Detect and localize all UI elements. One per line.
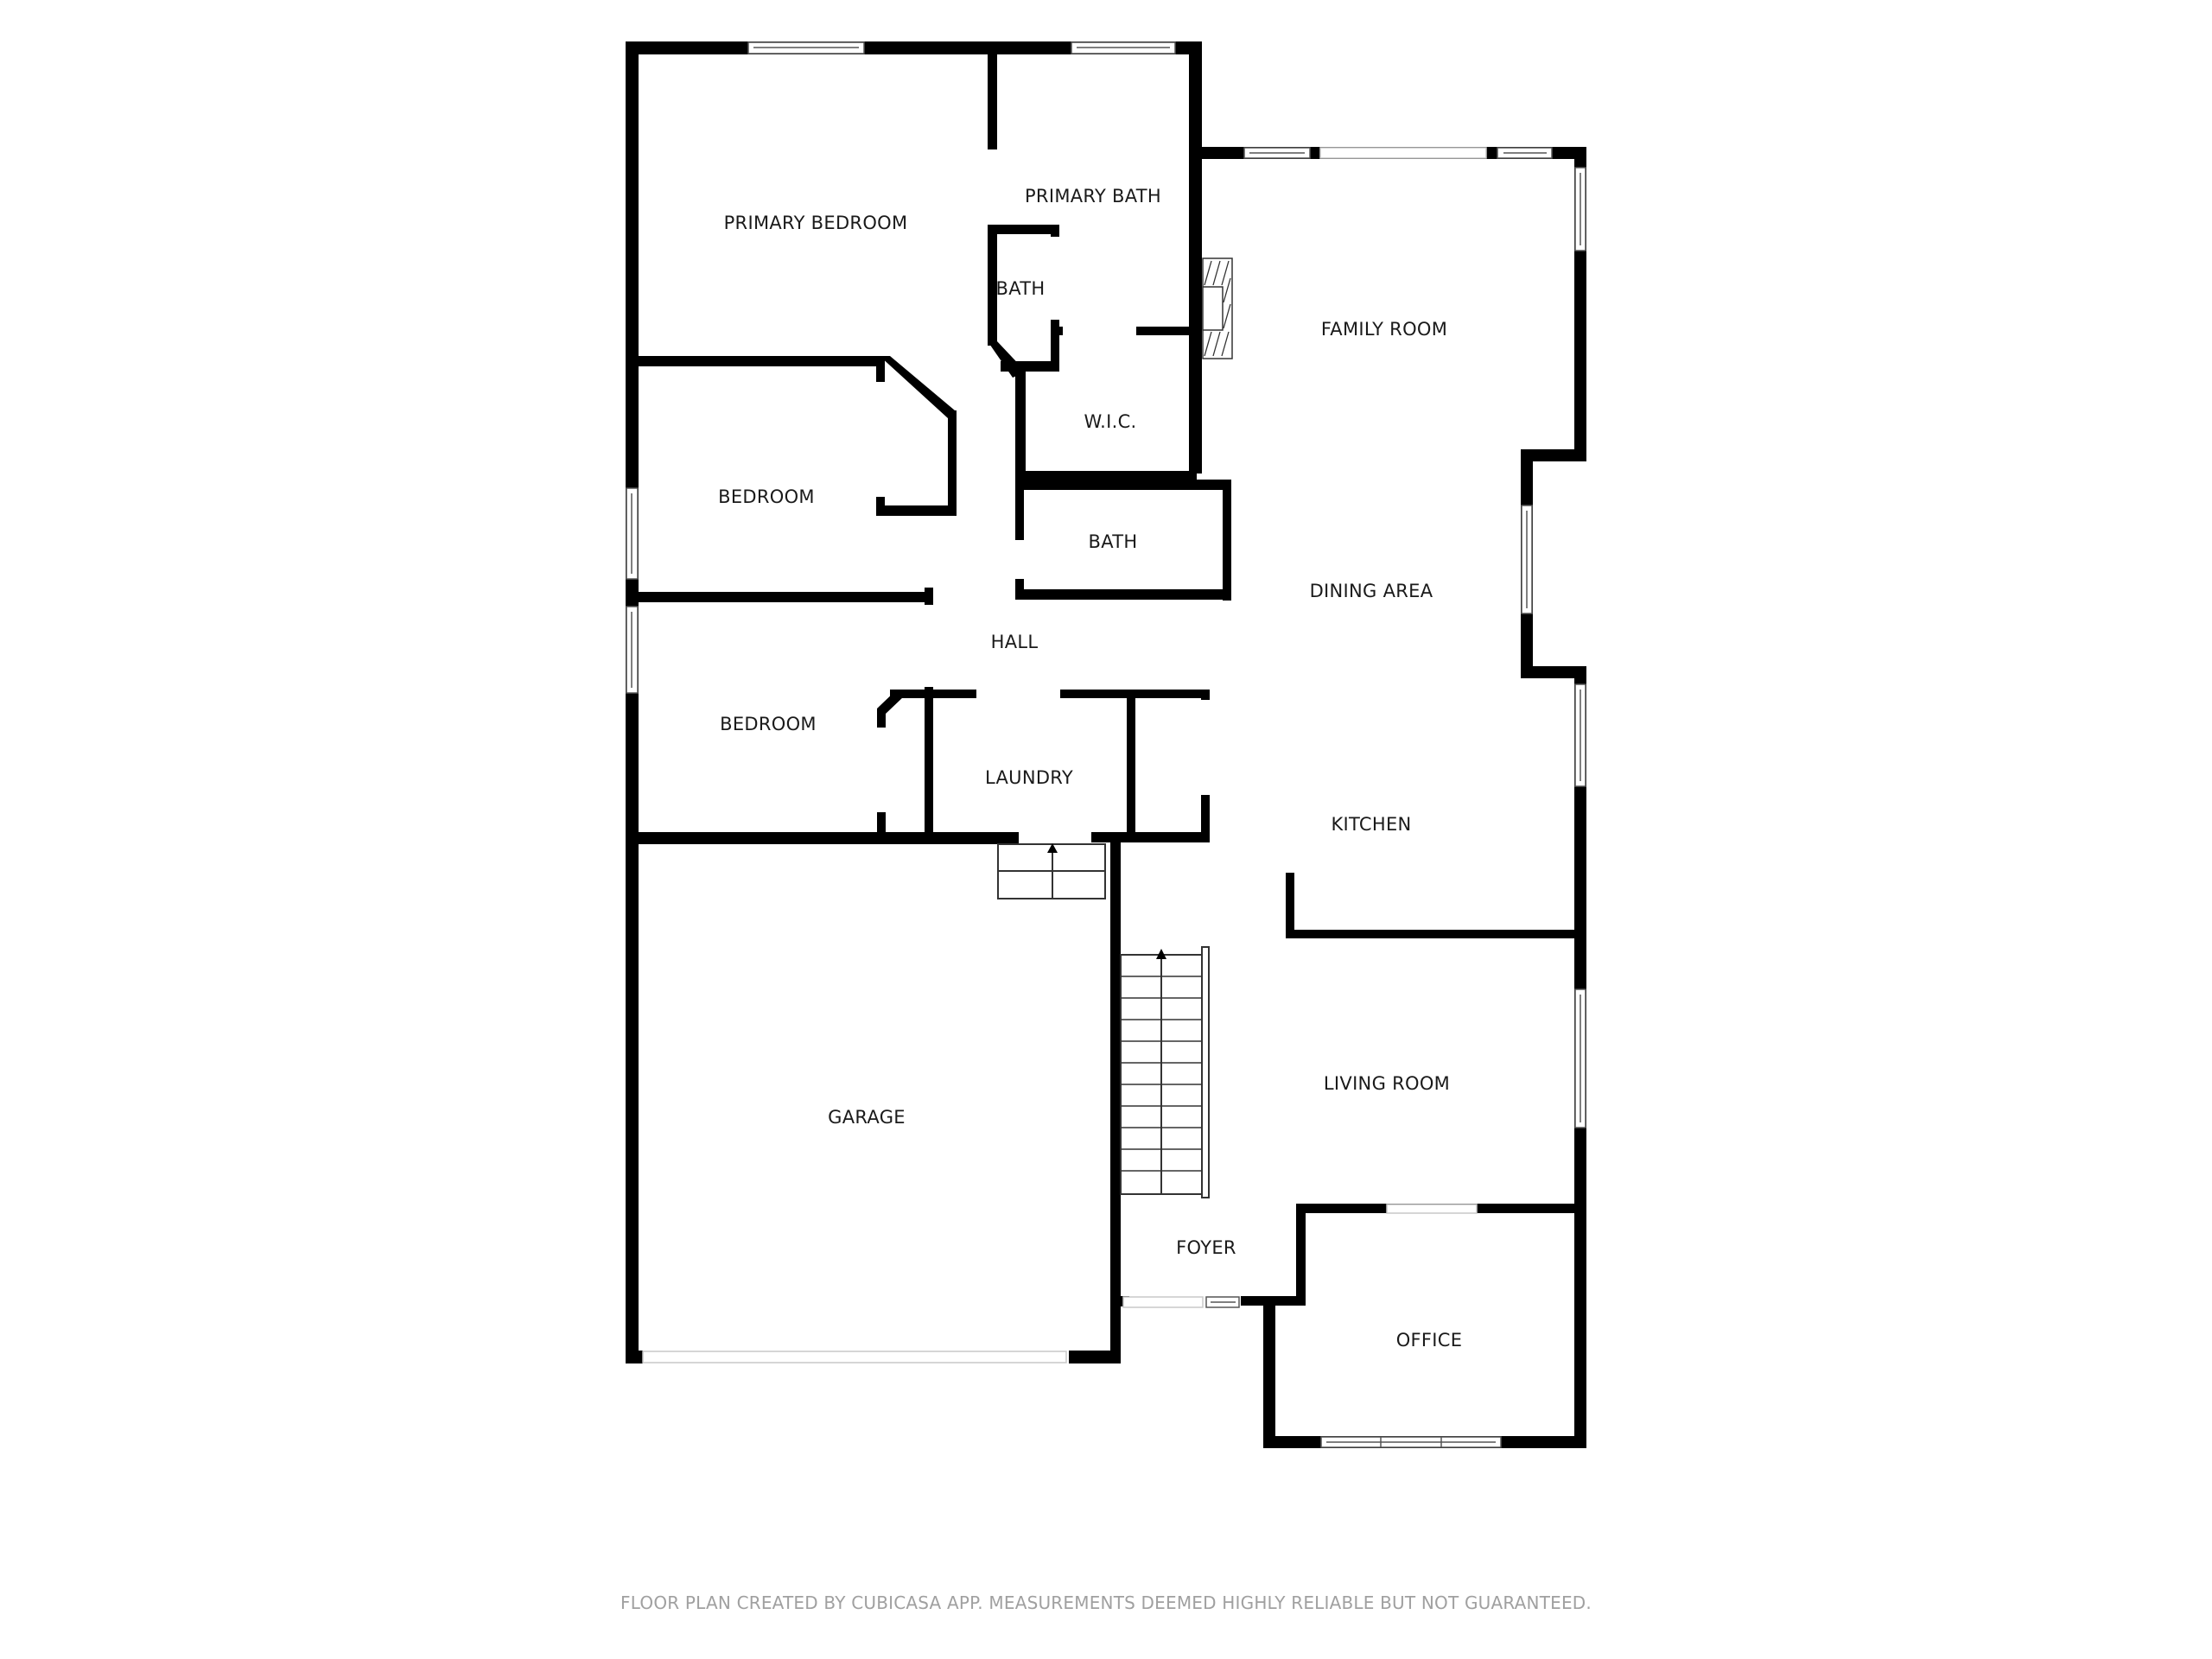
stairs-main <box>1120 946 1210 1198</box>
room-label-garage: GARAGE <box>828 1107 906 1128</box>
stairs-garage <box>997 843 1106 899</box>
room-labels: PRIMARY BEDROOM PRIMARY BATH BATH W.I.C.… <box>718 186 1462 1351</box>
room-label-wic: W.I.C. <box>1084 411 1136 432</box>
disclaimer-footer: FLOOR PLAN CREATED BY CUBICASA APP. MEAS… <box>620 1592 1592 1613</box>
room-label-primary-bedroom: PRIMARY BEDROOM <box>724 213 908 233</box>
room-label-office: OFFICE <box>1396 1330 1463 1351</box>
windows <box>626 41 1586 1448</box>
room-label-bedroom-2: BEDROOM <box>720 714 817 734</box>
room-label-primary-bath: PRIMARY BATH <box>1025 186 1161 207</box>
room-label-foyer: FOYER <box>1176 1237 1236 1258</box>
room-label-laundry: LAUNDRY <box>985 767 1073 788</box>
room-label-dining-area: DINING AREA <box>1310 581 1433 601</box>
room-label-bath-hall: BATH <box>1089 531 1138 552</box>
room-label-bedroom-1: BEDROOM <box>718 486 815 507</box>
fireplace-icon <box>1202 257 1233 359</box>
walls <box>626 41 1586 1448</box>
room-label-kitchen: KITCHEN <box>1331 814 1411 835</box>
room-label-living-room: LIVING ROOM <box>1324 1073 1450 1094</box>
room-label-hall: HALL <box>991 632 1039 652</box>
room-label-family-room: FAMILY ROOM <box>1321 319 1447 340</box>
room-label-bath-ensuite: BATH <box>996 278 1046 299</box>
